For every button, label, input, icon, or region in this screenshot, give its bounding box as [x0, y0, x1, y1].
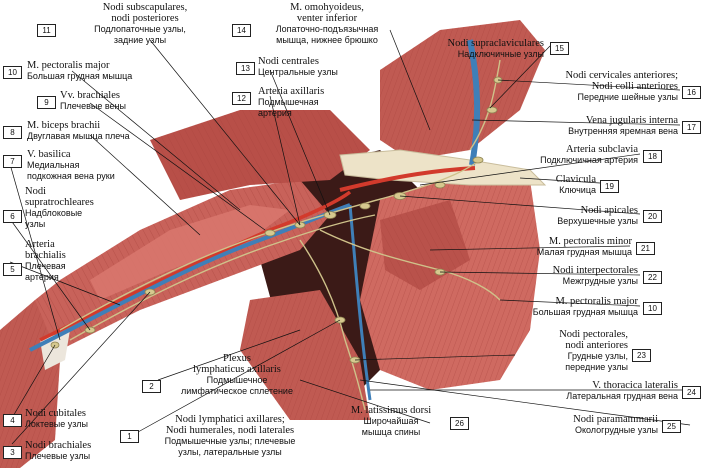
- label-11-ru: Подлопаточные узлы, задние узлы: [94, 24, 186, 45]
- vena-jugularis-interna: [467, 39, 481, 166]
- label-12: Arteria axillaris Подмышечная артерия: [258, 86, 325, 118]
- label-16: Nodi cervicales anteriores; Nodi colli a…: [565, 70, 678, 102]
- number-9: 9: [37, 96, 56, 109]
- label-19: Clavicula Ключица: [555, 174, 596, 195]
- number-13: 13: [236, 62, 255, 75]
- number-21: 21: [636, 242, 655, 255]
- label-8: M. biceps brachii Двуглавая мышца плеча: [27, 120, 130, 141]
- number-1: 1: [120, 430, 139, 443]
- number-5: 5: [3, 263, 22, 276]
- vena-thoracica-lateralis: [348, 204, 372, 401]
- label-13: Nodi centrales Центральные узлы: [258, 56, 338, 77]
- number-22: 22: [643, 271, 662, 284]
- number-17: 17: [682, 121, 701, 134]
- label-2: Plexus lymphaticus axillaris Подмышечное…: [181, 353, 293, 396]
- number-24: 24: [682, 386, 701, 399]
- label-10: M. pectoralis major Большая грудная мышц…: [27, 60, 133, 81]
- label-20: Nodi apicales Верхушечные узлы: [557, 205, 638, 226]
- clavicle-bone: [339, 149, 547, 186]
- label-6: Nodi supratrochleares Надблоковые узлы: [25, 186, 94, 229]
- label-26: M. latissimus dorsi Широчайшая мышца спи…: [350, 405, 432, 437]
- label-18: Arteria subclavia Подключичная артерия: [540, 144, 638, 165]
- number-14: 14: [232, 24, 251, 37]
- label-3: Nodi brachiales Плечевые узлы: [25, 440, 92, 461]
- label-5: Arteria brachialis Плечевая артерия: [25, 239, 66, 282]
- label-7: V. basilica Медиальная подкожная вена ру…: [27, 149, 115, 181]
- label-25: Nodi paramammarii Окологрудные узлы: [573, 414, 658, 435]
- label-15: Nodi supraclaviculares Надключичные узлы: [447, 38, 544, 59]
- number-15: 15: [550, 42, 569, 55]
- label-14: M. omohyoideus, venter inferior Лопаточн…: [275, 2, 379, 45]
- label-23: Nodi pectorales, nodi anteriores Грудные…: [559, 329, 628, 372]
- label-9: Vv. brachiales Плечевые вены: [60, 90, 127, 111]
- number-8: 8: [3, 126, 22, 139]
- arteria-subclavia: [339, 166, 476, 192]
- label-21: M. pectoralis minor Малая грудная мышца: [536, 236, 632, 257]
- number-20: 20: [643, 210, 662, 223]
- number-10: 10: [3, 66, 22, 79]
- label-11: Nodi subscapulares, nodi posteriores: [102, 2, 188, 24]
- number-26: 26: [450, 417, 469, 430]
- number-18: 18: [643, 150, 662, 163]
- number-4: 4: [3, 414, 22, 427]
- label-1: Nodi lymphatici axillares; Nodi humerale…: [164, 414, 296, 457]
- number-10b: 10: [643, 302, 662, 315]
- number-6: 6: [3, 210, 22, 223]
- number-25: 25: [662, 420, 681, 433]
- leader-lines: [9, 29, 691, 445]
- label-17: Vena jugularis interna Внутренняя яремна…: [568, 115, 678, 136]
- number-2: 2: [142, 380, 161, 393]
- label-10b: M. pectoralis major Большая грудная мышц…: [532, 296, 638, 317]
- number-3: 3: [3, 446, 22, 459]
- label-4: Nodi cubitales Локтевые узлы: [25, 408, 88, 429]
- number-7: 7: [3, 155, 22, 168]
- label-22: Nodi interpectorales Межгрудные узлы: [552, 265, 638, 286]
- label-24: V. thoracica lateralis Латеральная грудн…: [566, 380, 678, 401]
- biceps-brachii-muscle: [90, 205, 290, 300]
- number-23: 23: [632, 349, 651, 362]
- number-11: 11: [37, 24, 56, 37]
- number-16: 16: [682, 86, 701, 99]
- number-19: 19: [600, 180, 619, 193]
- number-12: 12: [232, 92, 251, 105]
